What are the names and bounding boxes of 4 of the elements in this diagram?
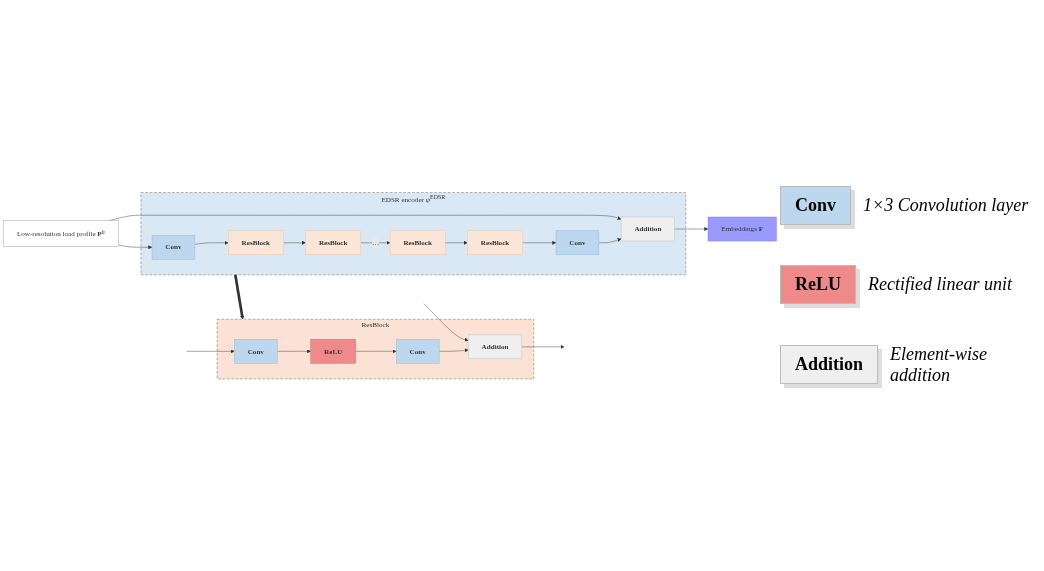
arrow: [234, 274, 245, 320]
legend-text: Rectified linear unit: [868, 273, 1012, 295]
legend-text: 1×3 Convolution layer: [863, 194, 1029, 216]
legend-text: Element-wise addition: [890, 343, 988, 386]
